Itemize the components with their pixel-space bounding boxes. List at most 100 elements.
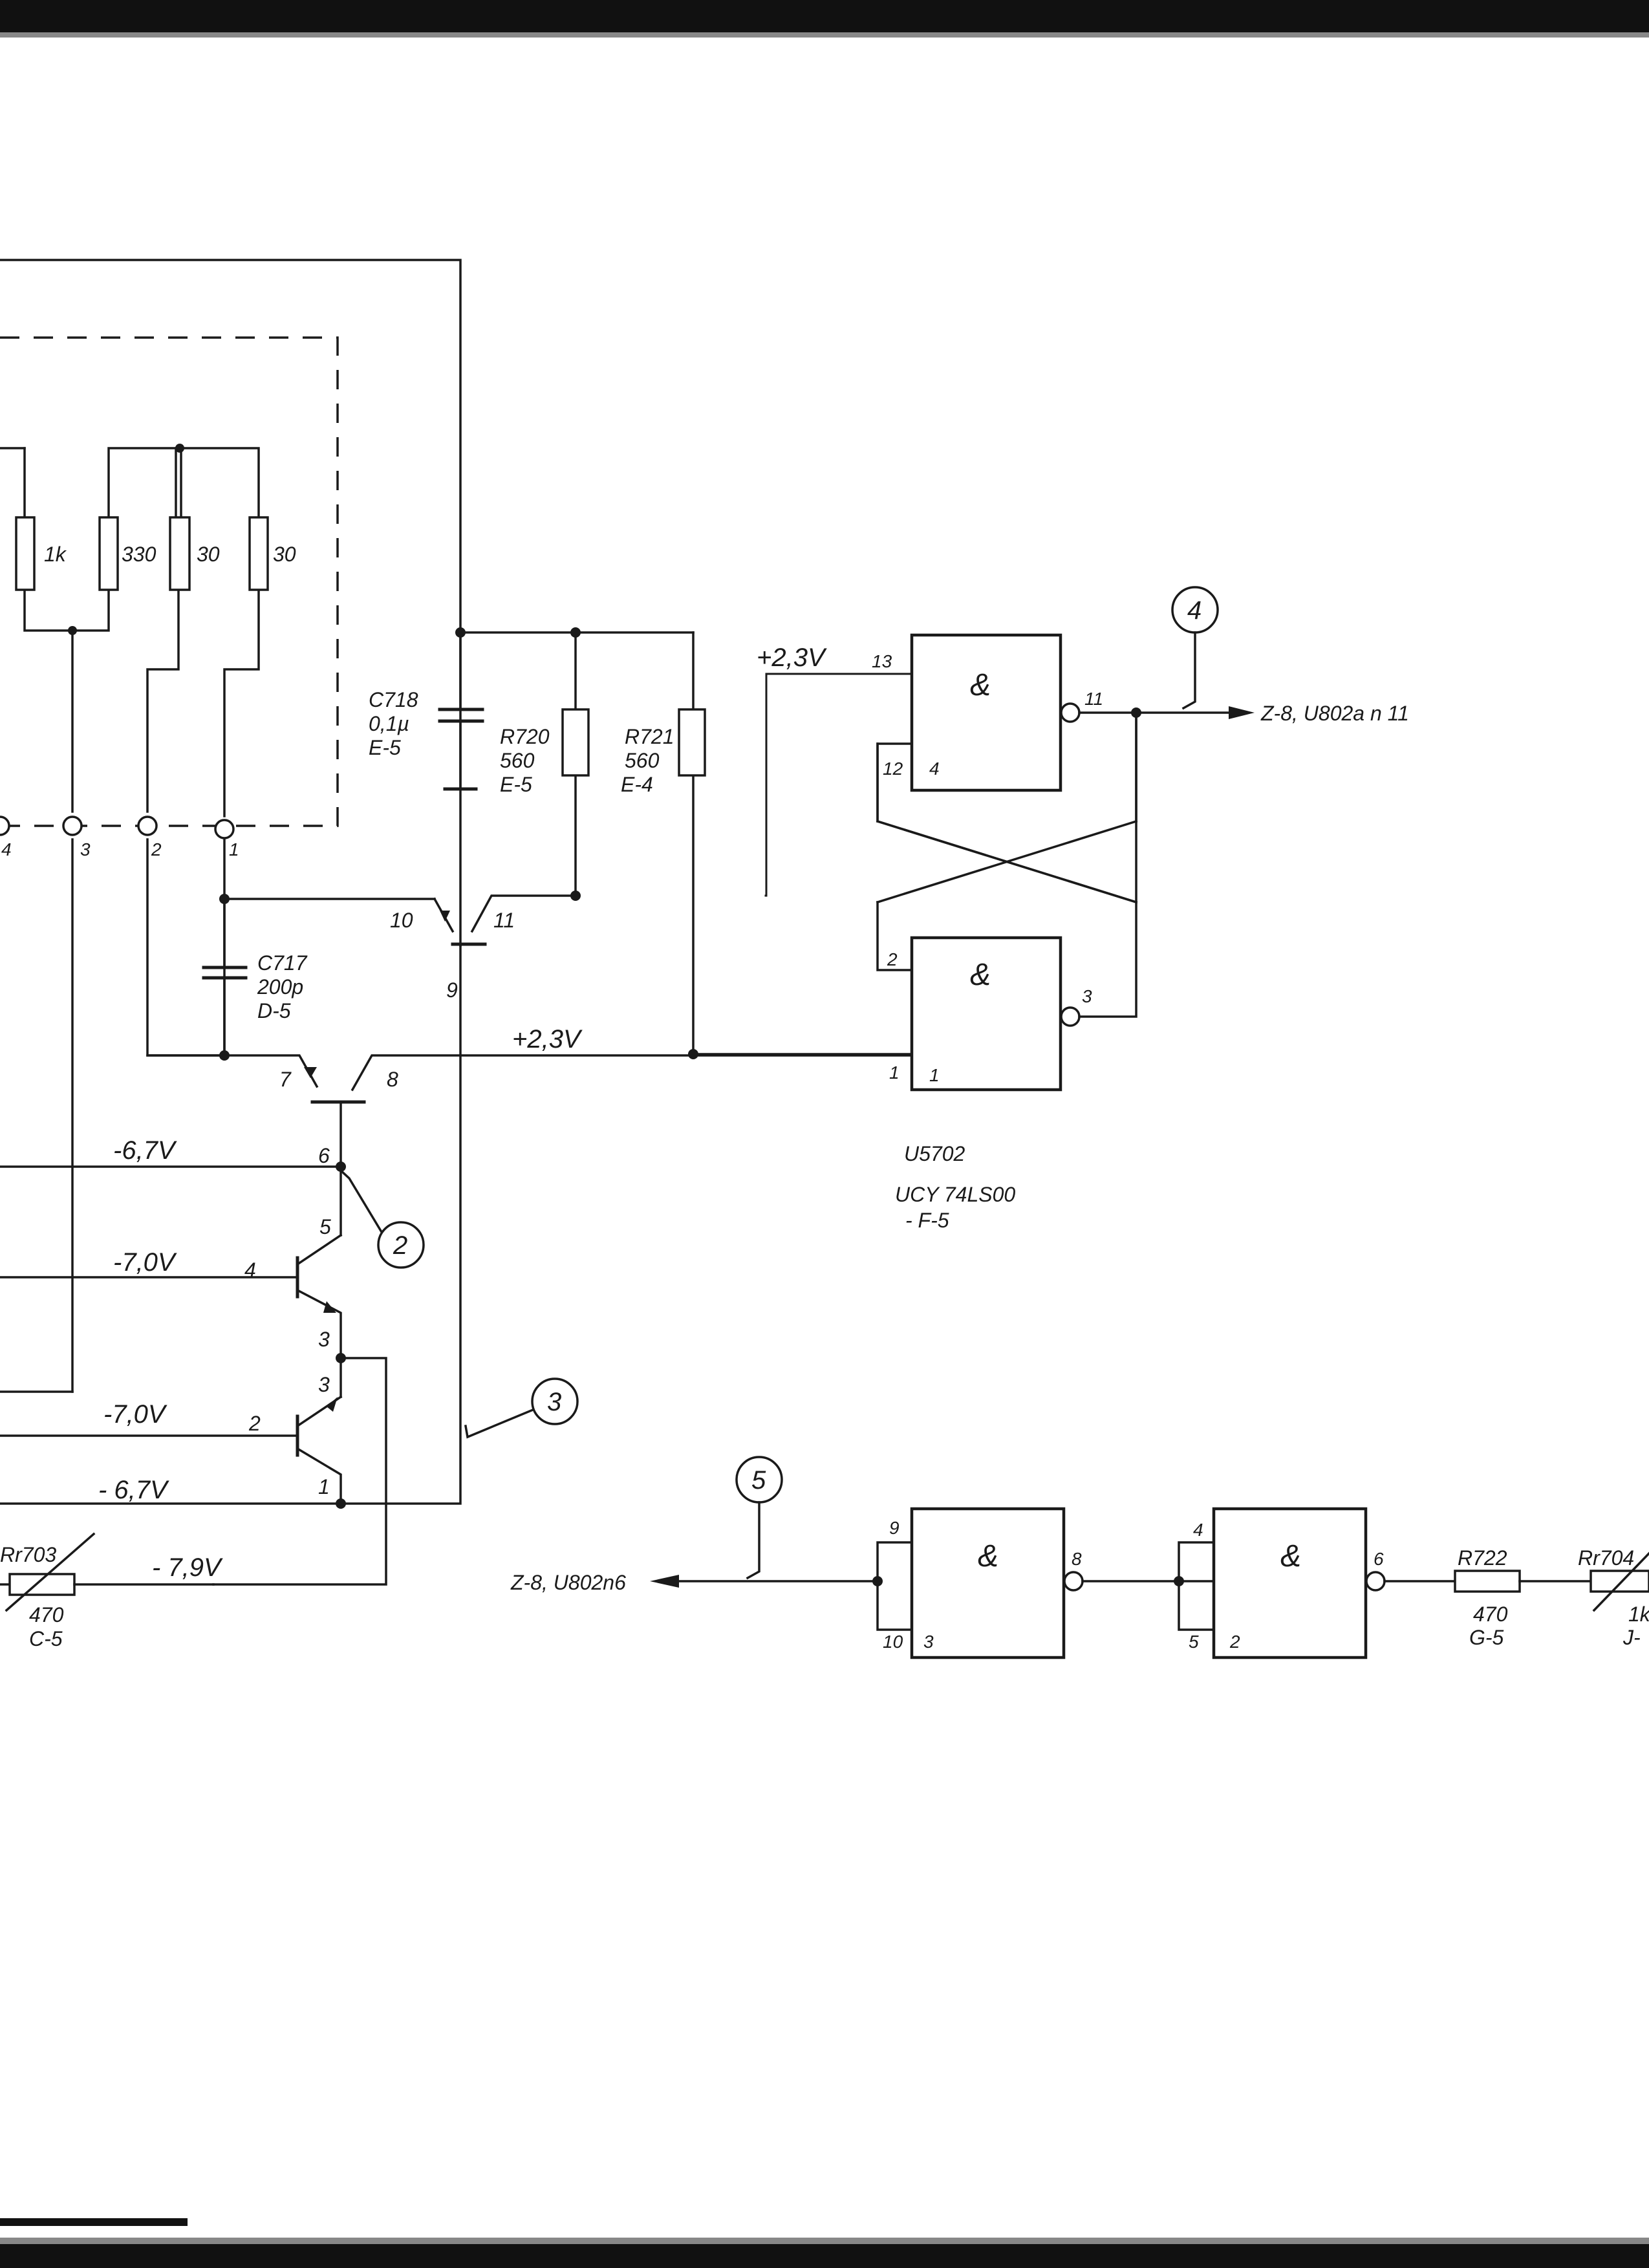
gate3-pin-in-b: 10 [883,1632,903,1652]
pin-4-label: 4 [1,839,12,859]
gate1-pin-out: 11 [1084,689,1103,709]
resistor-r721: R721 560 E-4 [621,708,706,796]
voltage-mid-label: +2,3V [512,1025,583,1053]
resistor-30-a: 30 [169,516,220,591]
voltage-d-label: - 6,7V [98,1476,169,1504]
r721-location: E-4 [621,773,653,796]
q1-collector-pin: 11 [493,909,515,932]
gate4-pin-inner: 2 [1229,1632,1240,1652]
test-point-3-label: 3 [547,1388,561,1416]
rr703-value: 470 [29,1603,64,1626]
gate4-pin-in-b: 5 [1189,1632,1199,1652]
gate2-pin-in-b: 1 [889,1063,900,1083]
capacitor-c718: C718 0,1µ E-5 [369,631,484,791]
nand-gate-1: & 13 12 4 11 [872,633,1103,792]
top-border-band [0,0,1649,38]
gate1-pin-in-a: 13 [872,651,892,671]
gate2-pin-inner: 1 [929,1065,940,1085]
gate4-pin-in-a: 4 [1193,1520,1203,1540]
gate3-symbol: & [978,1539,998,1573]
q3-pin-3b: 3 [318,1373,330,1396]
resistor-330: 330 [98,516,156,591]
gate1-pin-in-b: 12 [883,759,903,779]
nand-gate-4: & 4 5 2 6 [1189,1507,1386,1659]
gate1-pin-inner: 4 [929,759,940,779]
resistor-1k: 1k [15,516,67,591]
voltage-b-label: -7,0V [113,1248,177,1277]
gate3-pin-out: 8 [1072,1549,1082,1569]
gate3-pin-inner: 3 [923,1632,934,1652]
voltage-a-label: -6,7V [113,1136,177,1165]
r720-value: 560 [500,749,535,772]
q3-pin-3a: 3 [318,1328,330,1351]
nand-gate-3: & 9 10 3 8 [883,1507,1084,1659]
q1-emitter-pin: 10 [390,909,413,932]
resistor-30b-value: 30 [273,543,296,566]
gate2-pin-in-a: 2 [887,949,898,969]
c718-value: 0,1µ [369,712,409,735]
voltage-e-label: - 7,9V [152,1553,223,1582]
c718-ref: C718 [369,688,418,711]
capacitor-c717: C717 200p D-5 [202,894,308,1061]
transistor-q1: 10 11 9 [223,894,577,1002]
transistor-q2: 7 8 [146,1054,913,1168]
ic-location: - F-5 [905,1209,949,1232]
rr704-ref: Rr704 [1578,1546,1634,1570]
gate-chain-wiring [650,1541,1649,1631]
rr703-location: C-5 [29,1627,63,1650]
voltage-c-label: -7,0V [103,1400,167,1429]
rr703-ref: Rr703 [0,1543,56,1566]
r722-location: G-5 [1469,1626,1504,1649]
gate2-pin-out: 3 [1082,986,1092,1006]
pin-3-label: 3 [80,839,91,859]
nand-gate-2: & 2 1 1 3 [887,936,1092,1092]
c717-location: D-5 [257,999,291,1022]
ic-label: U5702 UCY 74LS00 - F-5 [895,1142,1015,1232]
test-point-2-label: 2 [393,1231,407,1260]
resistor-330-value: 330 [122,543,156,566]
q2-collector-pin: 8 [387,1068,398,1091]
output-reference-left: Z-8, U802n6 [510,1571,626,1594]
r722-value: 470 [1473,1603,1508,1626]
test-point-5: 5 [735,1456,783,1580]
test-point-2: 2 [339,1169,425,1269]
q1-base-pin: 9 [446,978,458,1002]
resistor-r722-labels: R722 470 G-5 [1458,1546,1508,1649]
bottom-border-band [0,2218,1649,2268]
r720-ref: R720 [500,725,550,748]
resistor-rr703: Rr703 470 C-5 [0,1532,215,1650]
dashed-module-outline [0,336,339,827]
rr704-location: J- [1622,1626,1641,1649]
c718-location: E-5 [369,736,401,759]
resistor-network-wiring [0,447,260,1393]
resistor-30a-value: 30 [197,543,220,566]
ic-type: UCY 74LS00 [895,1183,1015,1206]
ic-ref: U5702 [904,1142,965,1165]
q3-pin-5: 5 [319,1215,331,1238]
q3-pin-4: 4 [244,1258,256,1282]
junction-dot [175,444,184,453]
c717-ref: C717 [257,951,308,975]
gate3-pin-in-a: 9 [889,1518,900,1538]
test-point-4-label: 4 [1187,596,1202,625]
latch-wiring [692,706,1255,1055]
gate2-symbol: & [970,958,991,992]
pin-1-label: 1 [229,839,239,859]
transistor-stack: 6 5 4 3 3 2 1 [0,1144,387,1586]
resistor-30-b: 30 [248,516,296,591]
gate4-pin-out: 6 [1374,1549,1384,1569]
voltage-top-label: +2,3V [757,643,827,672]
connector-pins: 4 3 2 1 [0,815,239,859]
test-point-4: 4 [1171,586,1219,710]
test-point-5-label: 5 [751,1466,766,1495]
resistor-r720: R720 560 E-5 [500,708,590,796]
junction-dot [68,626,77,635]
r721-value: 560 [625,749,660,772]
q2-emitter-pin: 7 [279,1068,292,1091]
r720-location: E-5 [500,773,532,796]
r721-ref: R721 [625,725,674,748]
q3-pin-1: 1 [318,1475,330,1498]
gate4-symbol: & [1280,1539,1301,1573]
output-reference-right: Z-8, U802a n 11 [1260,702,1409,725]
